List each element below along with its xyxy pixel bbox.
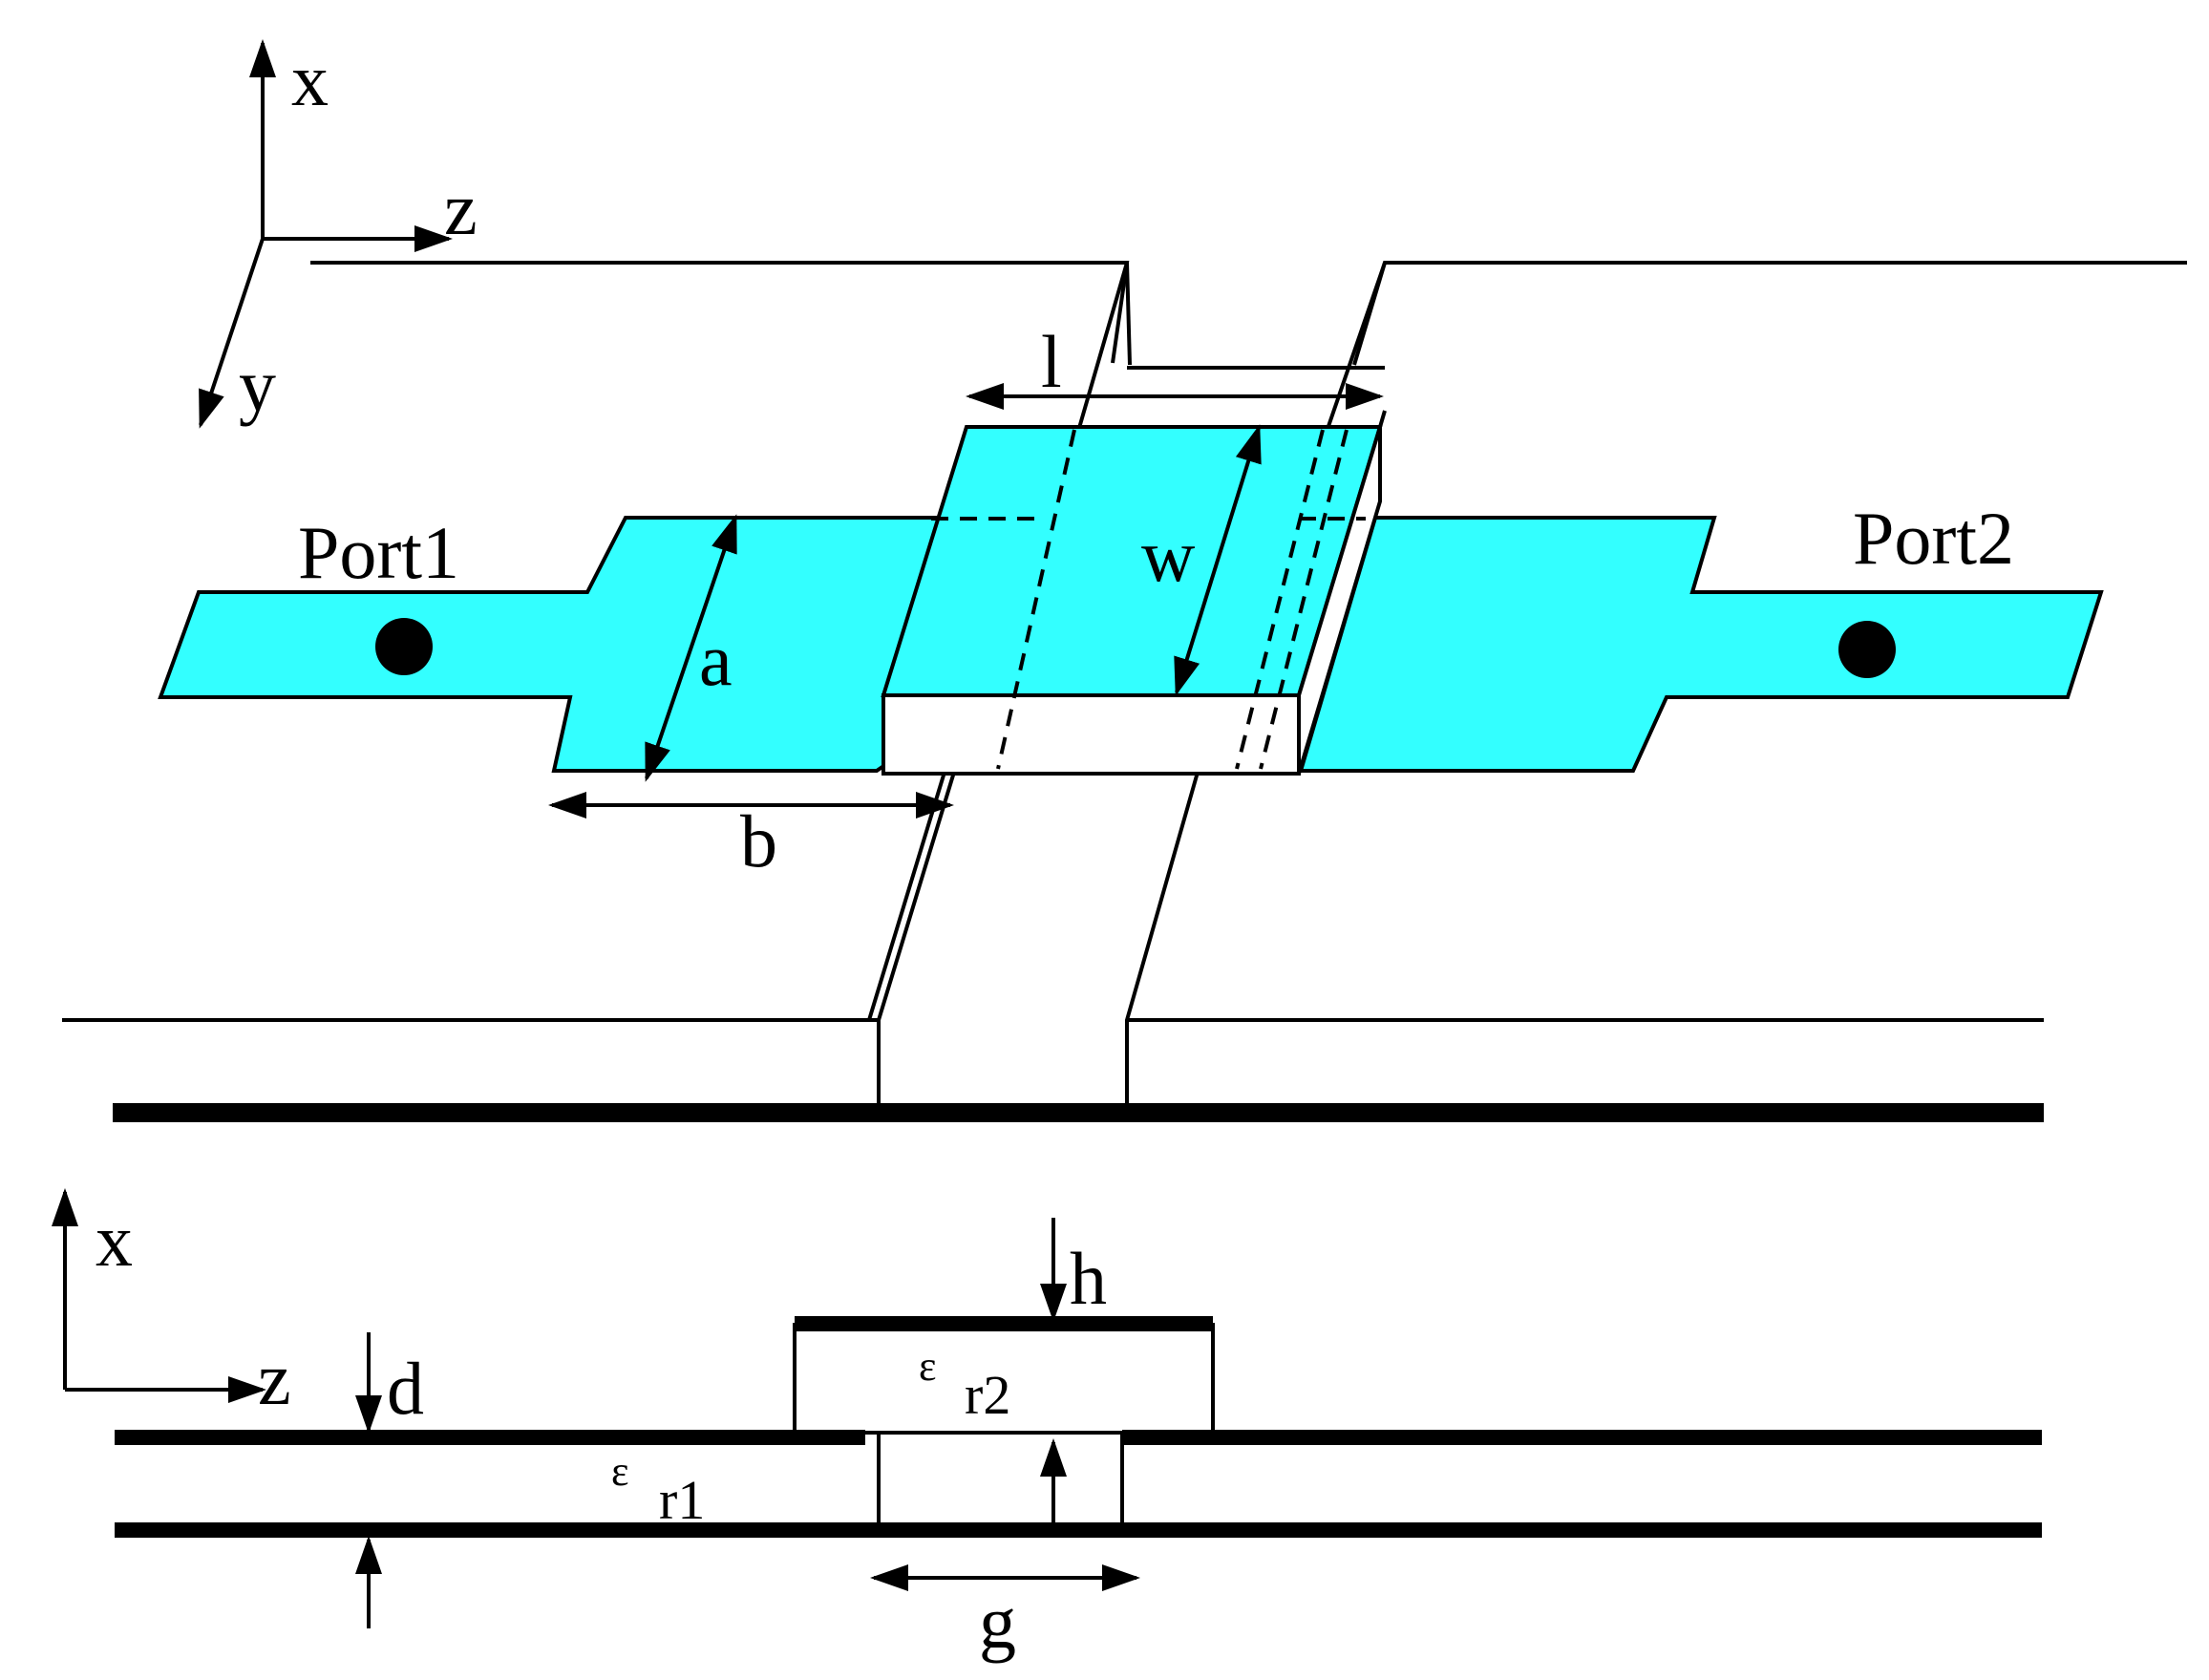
substrate-right-top-edge <box>1352 261 2187 366</box>
er1-subscript: r1 <box>659 1469 705 1531</box>
coupling-strip <box>881 410 1387 776</box>
top-view <box>62 39 2187 1108</box>
dim-h-label: h <box>1070 1237 1107 1320</box>
microstrip-port2-feed <box>1298 516 2104 773</box>
port1-dot <box>375 618 433 675</box>
dim-l-label: l <box>1041 320 1062 403</box>
side-labels: x z d h g ε r1 ε r2 <box>96 1199 1107 1664</box>
top-axes <box>199 39 453 429</box>
side-axes <box>52 1188 266 1403</box>
hidden-edges <box>931 429 1366 770</box>
side-view <box>52 1188 2042 1628</box>
dim-a-label: a <box>699 618 733 701</box>
dim-b-label: b <box>740 799 777 883</box>
axis-z-label: z <box>444 167 478 250</box>
top-labels: x z y Port1 Port2 a b l w <box>239 38 2014 883</box>
side-slot <box>877 1431 1124 1532</box>
coupling-strip-side <box>1297 426 1382 775</box>
er2-symbol: ε <box>919 1343 936 1390</box>
er2-subscript: r2 <box>965 1364 1010 1426</box>
side-axis-z-label: z <box>258 1337 291 1420</box>
port2-dot <box>1838 621 1896 678</box>
port1-label: Port1 <box>298 511 459 594</box>
coupling-strip-top <box>881 425 1383 697</box>
dim-w-label: w <box>1141 514 1195 597</box>
microstrip-port1-feed <box>158 516 996 773</box>
port2-label: Port2 <box>1853 497 2014 580</box>
axis-y-label: y <box>239 344 276 427</box>
side-axis-x-label: x <box>96 1199 133 1282</box>
axis-x-label: x <box>291 38 329 121</box>
er1-symbol: ε <box>611 1448 628 1495</box>
dim-w-arrow <box>1174 424 1262 696</box>
axis-y-arrow <box>199 238 265 429</box>
dim-g-label: g <box>979 1581 1016 1664</box>
coupling-strip-front <box>881 693 1301 776</box>
dim-a-arrow <box>645 514 737 782</box>
substrate-left-top-edge <box>310 261 1130 364</box>
dim-d-label: d <box>387 1347 424 1430</box>
